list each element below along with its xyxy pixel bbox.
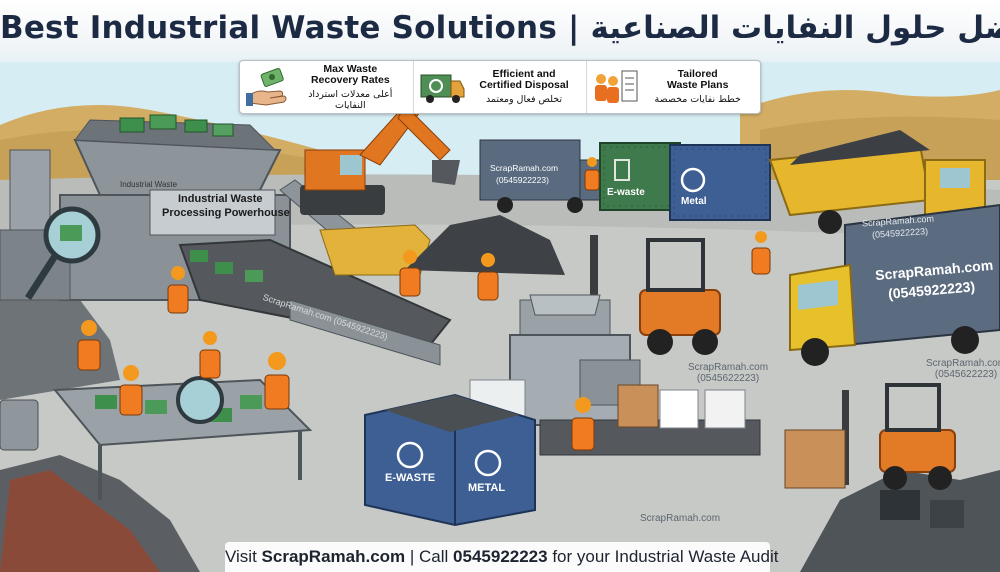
footer-middle: | Call xyxy=(405,547,454,566)
scrap-pile-right xyxy=(800,470,1000,572)
footer-call-to-action: Visit ScrapRamah.com | Call 0545922223 f… xyxy=(225,542,778,572)
team-checklist-icon xyxy=(595,70,638,103)
container-metal xyxy=(669,144,771,221)
watermark-right-line1: ScrapRamah.com xyxy=(926,358,1000,369)
baler-conveyor xyxy=(469,294,761,456)
benefit-recovery-rates: Max Waste Recovery Rates أعلى معدلات است… xyxy=(240,61,413,113)
machine-label-line1: Industrial Waste xyxy=(178,193,263,205)
container-ewaste xyxy=(599,142,681,211)
box-truck-right xyxy=(789,203,1000,366)
forklift-center xyxy=(590,235,721,355)
truck-left-label-line1: ScrapRamah.com xyxy=(490,163,559,173)
benefit-title-line2: Certified Disposal xyxy=(479,79,569,91)
worker xyxy=(77,169,771,451)
scrap-pile-center xyxy=(405,215,565,275)
watermark-mid: ScrapRamah.com (0545622223) xyxy=(688,362,768,384)
benefit-title-line1: Efficient and xyxy=(492,68,556,80)
watermark-bottom: ScrapRamah.com xyxy=(640,513,721,524)
watermark-right: ScrapRamah.com (0545622223) xyxy=(926,358,1000,380)
page-title: Best Industrial Waste Solutions | أفضل ح… xyxy=(0,10,1000,46)
title-banner xyxy=(0,0,1000,62)
benefit-title-line1: Max Waste xyxy=(323,62,378,75)
recycling-truck-icon xyxy=(420,74,465,103)
footer-phone[interactable]: 0545922223 xyxy=(453,547,548,566)
sorting-table xyxy=(52,376,313,500)
container-ewaste-label: E-waste xyxy=(607,187,645,198)
benefit-tailored-plans: Tailored Waste Plans خطط نفايات مخصصة xyxy=(586,61,760,113)
benefit-certified-disposal: Efficient and Certified Disposal تخلص فع… xyxy=(412,61,587,113)
watermark-mid-line2: (0545622223) xyxy=(696,373,760,384)
footer-prefix: Visit xyxy=(225,547,262,566)
watermark-right-line2: (0545622223) xyxy=(934,369,998,380)
truck-left-label-line2: (0545922223) xyxy=(496,175,549,185)
hardhat xyxy=(81,157,767,413)
recycling-bin xyxy=(364,393,536,527)
machine-label-line2: Processing Powerhouse xyxy=(162,207,290,219)
benefit-arabic-text: أعلى معدلات استرداد النفايات xyxy=(308,88,393,111)
dump-truck xyxy=(768,130,986,234)
benefit-title-line1: Tailored xyxy=(677,68,718,80)
benefit-title-line2: Recovery Rates xyxy=(310,73,390,86)
watermark-mid-line1: ScrapRamah.com xyxy=(688,362,769,373)
benefits-panel: Max Waste Recovery Rates أعلى معدلات است… xyxy=(239,60,761,114)
money-hand-icon xyxy=(246,68,287,106)
benefit-arabic-text: تخلص فعال ومعتمد xyxy=(485,94,563,105)
bin-metal-label: METAL xyxy=(468,482,506,494)
magnifier-glass-left xyxy=(25,206,101,300)
machine-small-label: Industrial Waste xyxy=(120,180,178,189)
benefit-title-line2: Waste Plans xyxy=(666,79,729,91)
excavator xyxy=(300,104,460,215)
benefit-arabic-text: خطط نفايات مخصصة xyxy=(654,94,741,105)
bin-ewaste-label: E-WASTE xyxy=(385,472,436,484)
container-metal-label: Metal xyxy=(681,196,707,207)
footer-suffix: for your Industrial Waste Audit xyxy=(547,547,779,566)
forklift-right xyxy=(784,383,956,490)
footer-site-link[interactable]: ScrapRamah.com xyxy=(261,547,406,566)
